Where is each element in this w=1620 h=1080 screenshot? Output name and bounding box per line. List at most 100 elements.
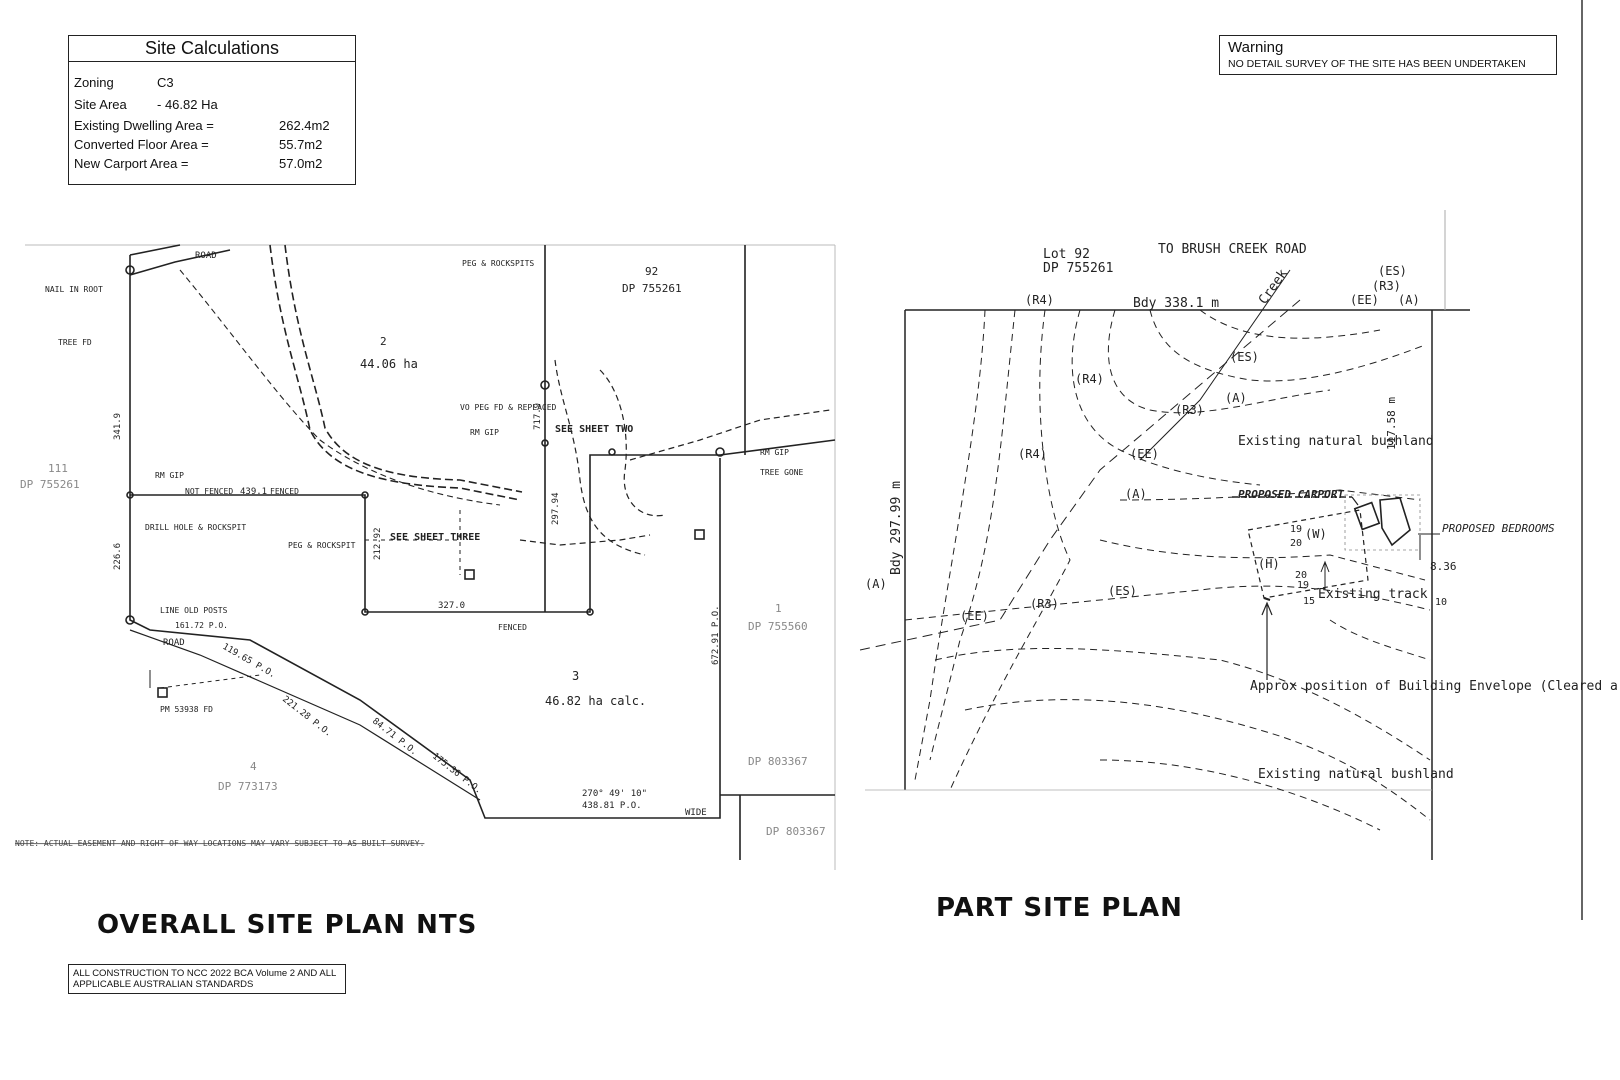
bearing-297: 297.94 bbox=[551, 492, 561, 525]
contour-lines bbox=[904, 309, 1431, 831]
w-label: (W) bbox=[1305, 527, 1327, 541]
lot3-number: 3 bbox=[572, 669, 579, 683]
line-old-posts: LINE OLD POSTS bbox=[160, 606, 228, 615]
see-sheet-two: SEE SHEET TWO bbox=[555, 424, 633, 435]
tree-gone: TREE GONE bbox=[760, 468, 804, 477]
east-boundary-line bbox=[719, 439, 836, 456]
easement-line-2 bbox=[284, 244, 523, 493]
dashed-line-pm bbox=[159, 674, 261, 689]
r3-label-1: (R3) bbox=[1372, 279, 1401, 293]
existing-bushland-2: Existing natural bushland bbox=[1258, 767, 1454, 782]
contour-20-a: 20 bbox=[1290, 538, 1302, 549]
site-calculations-table: Site Calculations Zoning C3 Site Area - … bbox=[68, 35, 356, 185]
bearing-161: 161.72 P.O. bbox=[175, 621, 228, 630]
overall-site-plan-title: OVERALL SITE PLAN NTS bbox=[97, 910, 478, 940]
warning-title: Warning bbox=[1228, 39, 1284, 56]
zoning-value: C3 bbox=[157, 75, 174, 90]
pm-113648-marker bbox=[694, 529, 705, 540]
road-left-label: ROAD bbox=[163, 638, 185, 648]
easement-line-r4 bbox=[554, 359, 646, 556]
road-lower-edge bbox=[129, 629, 481, 801]
easement-note: NOTE: ACTUAL EASEMENT AND RIGHT OF WAY L… bbox=[15, 839, 424, 848]
road-top-edge bbox=[129, 249, 231, 276]
part-plan-labels: Lot 92 DP 755261 TO BRUSH CREEK ROAD Bdy… bbox=[865, 242, 1620, 782]
existing-bushland-1: Existing natural bushland bbox=[1238, 434, 1434, 449]
part-site-plan bbox=[859, 210, 1470, 860]
ee-label-2: (EE) bbox=[1130, 447, 1159, 461]
approx-position-label: Approx position of Building Envelope (Cl… bbox=[1250, 679, 1620, 694]
bearing-327: 327.0 bbox=[438, 601, 465, 611]
dp-right-3: DP 803367 bbox=[766, 825, 826, 838]
survey-marker-2 bbox=[126, 491, 134, 499]
warning-box: Warning NO DETAIL SURVEY OF THE SITE HAS… bbox=[1219, 35, 1557, 75]
ee-label-1: (EE) bbox=[1350, 293, 1379, 307]
contour-7 bbox=[1199, 309, 1381, 339]
bearing-717: 717.9 bbox=[533, 403, 543, 430]
bearing-270: 270° 49' 10" bbox=[582, 789, 647, 799]
bdy-right-label: 117.58 m bbox=[1385, 397, 1398, 450]
survey-marker-10 bbox=[608, 448, 616, 456]
lot3-area: 46.82 ha calc. bbox=[545, 694, 646, 708]
bearing-341: 341.9 bbox=[113, 413, 123, 440]
contour-11 bbox=[934, 647, 1431, 761]
lot92-number: 92 bbox=[645, 265, 658, 278]
survey-marker-6 bbox=[540, 380, 550, 390]
lot-boundary-outer bbox=[129, 255, 721, 819]
pm-13647-marker bbox=[464, 569, 475, 580]
tree-fd: TREE FD bbox=[58, 338, 92, 347]
r4-label-2: (R4) bbox=[1075, 372, 1104, 386]
contour-14 bbox=[1329, 619, 1431, 661]
nail-in-root: NAIL IN ROOT bbox=[45, 285, 103, 294]
dp-left: DP 755261 bbox=[20, 478, 80, 491]
r3-label-3: (R3) bbox=[1030, 597, 1059, 611]
easement-line-a bbox=[179, 269, 501, 506]
existing-dwelling-label: Existing Dwelling Area = bbox=[74, 118, 214, 133]
survey-marker-5 bbox=[361, 608, 369, 616]
bearing-672: 672.91 P.O. bbox=[711, 605, 721, 665]
contour-5 bbox=[1108, 309, 1331, 414]
ee-label-3: (EE) bbox=[960, 609, 989, 623]
contour-10: 10 bbox=[1435, 597, 1447, 608]
r4-label-3: (R4) bbox=[1018, 447, 1047, 461]
contour-10 bbox=[904, 585, 1431, 621]
a-label-1: (A) bbox=[1398, 293, 1420, 307]
lot-111: 111 bbox=[48, 462, 68, 475]
bdy-top-label: Bdy 338.1 m bbox=[1133, 296, 1219, 311]
site-area-label: Site Area bbox=[74, 97, 127, 112]
ncc-compliance-note: ALL CONSTRUCTION TO NCC 2022 BCA Volume … bbox=[68, 964, 346, 994]
contour-13 bbox=[1099, 759, 1381, 831]
bearing-438: 438.81 P.O. bbox=[582, 801, 642, 811]
survey-marker-7 bbox=[541, 439, 549, 447]
drill-hole: DRILL HOLE & ROCKSPIT bbox=[145, 523, 246, 532]
proposed-carport-footprint bbox=[1353, 501, 1381, 531]
peg-rockspits: PEG & ROCKSPITS bbox=[462, 259, 534, 268]
es-label-2: (ES) bbox=[1230, 350, 1259, 364]
envelope-arrow-head bbox=[1261, 601, 1273, 616]
overall-site-plan bbox=[25, 244, 836, 870]
lot2-number: 2 bbox=[380, 335, 387, 348]
bearing-212: 212.92 bbox=[373, 527, 383, 560]
h-label: (H) bbox=[1258, 557, 1280, 571]
fenced-label-1: FENCED bbox=[270, 487, 299, 496]
warning-text: NO DETAIL SURVEY OF THE SITE HAS BEEN UN… bbox=[1228, 58, 1526, 70]
lot-4: 4 bbox=[250, 760, 257, 773]
contour-19-b: 19 bbox=[1297, 580, 1309, 591]
proposed-bedrooms-footprint bbox=[1379, 497, 1411, 547]
proposed-carport-label: PROPOSED CARPORT bbox=[1238, 488, 1344, 501]
proposed-works-area bbox=[1344, 494, 1421, 551]
envelope-corner bbox=[1263, 597, 1271, 601]
to-road-label: TO BRUSH CREEK ROAD bbox=[1158, 242, 1307, 257]
bdy-left-label: Bdy 297.99 m bbox=[889, 481, 904, 575]
site-calculations-title: Site Calculations bbox=[69, 36, 355, 62]
es-label-1: (ES) bbox=[1378, 264, 1407, 278]
contour-19-a: 19 bbox=[1290, 524, 1302, 535]
creek-label: Creek bbox=[1256, 266, 1291, 307]
dp-right-1: DP 755560 bbox=[748, 620, 808, 633]
survey-marker-8 bbox=[586, 608, 594, 616]
a-label-2: (A) bbox=[1225, 391, 1247, 405]
rm-gip-1: RM GIP bbox=[470, 428, 499, 437]
contour-2 bbox=[929, 309, 1016, 761]
see-sheet-three: SEE SHEET THREE bbox=[390, 532, 480, 543]
lot-1: 1 bbox=[775, 602, 782, 615]
